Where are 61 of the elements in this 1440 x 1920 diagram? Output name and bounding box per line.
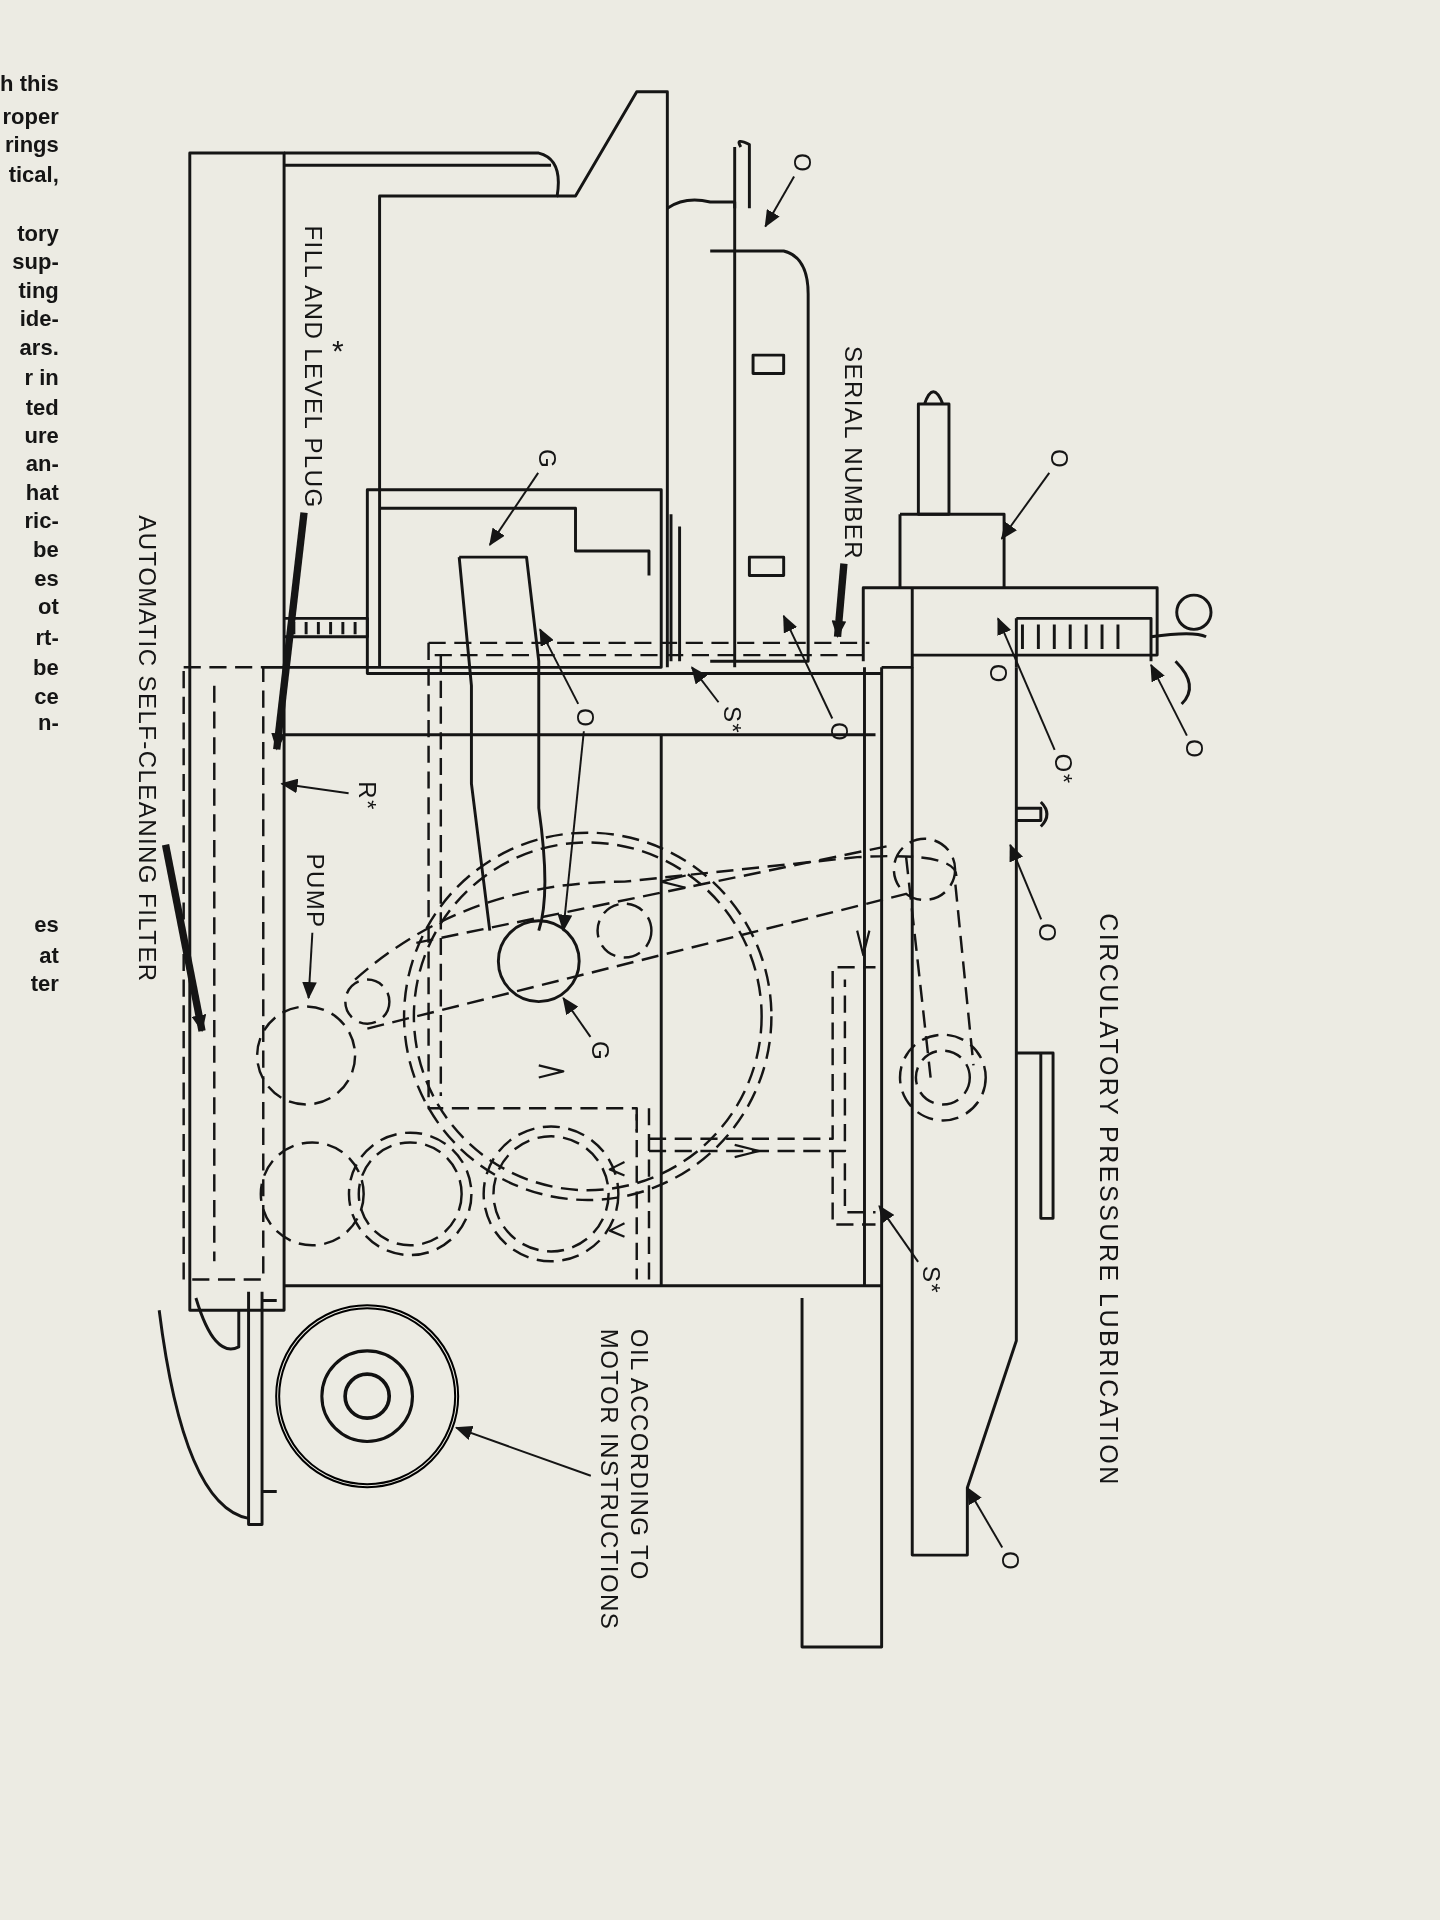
part-label: FILL AND LEVEL PLUG [298, 225, 328, 509]
part-label: PUMP [299, 853, 330, 929]
body-text: be [33, 653, 59, 682]
grease-point-label: G [532, 449, 563, 470]
body-text: an- [25, 449, 59, 478]
body-text: rt- [35, 623, 59, 652]
diagram-title: CIRCULATORY PRESSURE LUBRICATION [1093, 913, 1124, 1487]
leader-line [1000, 471, 1051, 540]
leader-line [280, 778, 350, 795]
leader-line [302, 931, 317, 1000]
body-text: es [34, 564, 59, 593]
oil-point-label: O [1178, 739, 1209, 760]
body-text: hat [25, 478, 59, 507]
oil-point-label: O [787, 152, 818, 173]
leader-line [562, 996, 592, 1038]
grease-point-label: G [585, 1040, 615, 1061]
leader-line [1009, 843, 1043, 921]
leader-line [488, 471, 540, 546]
body-text: h this [0, 69, 59, 98]
oil-point-label: O [1031, 923, 1062, 944]
part-label: SERIAL NUMBER [838, 346, 869, 560]
body-text: ide- [19, 304, 59, 333]
seal-point-label: S* [717, 705, 748, 735]
leader-line [557, 730, 585, 932]
oil-point-label: O [570, 707, 601, 728]
asterisk-mark: * [331, 336, 344, 367]
leader-line [690, 666, 720, 704]
body-text: at [39, 941, 59, 970]
body-text: ting [18, 276, 59, 305]
body-text: ars. [19, 333, 59, 361]
body-text: roper [2, 102, 59, 131]
leader-line [966, 1486, 1004, 1549]
leader-line [764, 175, 796, 228]
part-label: AUTOMATIC SELF-CLEANING FILTER [131, 515, 162, 983]
body-text: rings [4, 131, 59, 159]
oil-point-label: O [995, 1551, 1026, 1572]
body-text: ce [34, 682, 59, 710]
body-text: ric- [24, 506, 59, 535]
body-text: ure [24, 421, 59, 450]
leader-line [878, 1205, 920, 1263]
leader-line [782, 614, 834, 720]
callout-label: R* [352, 781, 383, 811]
body-text: es [34, 911, 59, 939]
pointer-arrow [161, 844, 207, 1033]
leader-line [997, 617, 1056, 751]
leader-line [539, 628, 580, 705]
body-text: sup- [12, 247, 59, 276]
oil-point-label: O [1044, 449, 1075, 470]
body-text: tical, [8, 160, 59, 189]
body-text: n- [38, 708, 59, 737]
part-label: OIL ACCORDING TO MOTOR INSTRUCTIONS [594, 1328, 655, 1647]
body-text: ot [38, 592, 59, 621]
oil-point-label: O* [1047, 753, 1078, 785]
seal-point-label: S* [915, 1265, 946, 1294]
body-text: r in [24, 363, 59, 392]
leader-line [1150, 663, 1188, 737]
oil-point-label: O [983, 664, 1013, 683]
body-text: ter [30, 969, 59, 998]
body-text: tory [17, 219, 59, 248]
body-text: be [33, 535, 59, 564]
body-text: ted [25, 393, 59, 421]
